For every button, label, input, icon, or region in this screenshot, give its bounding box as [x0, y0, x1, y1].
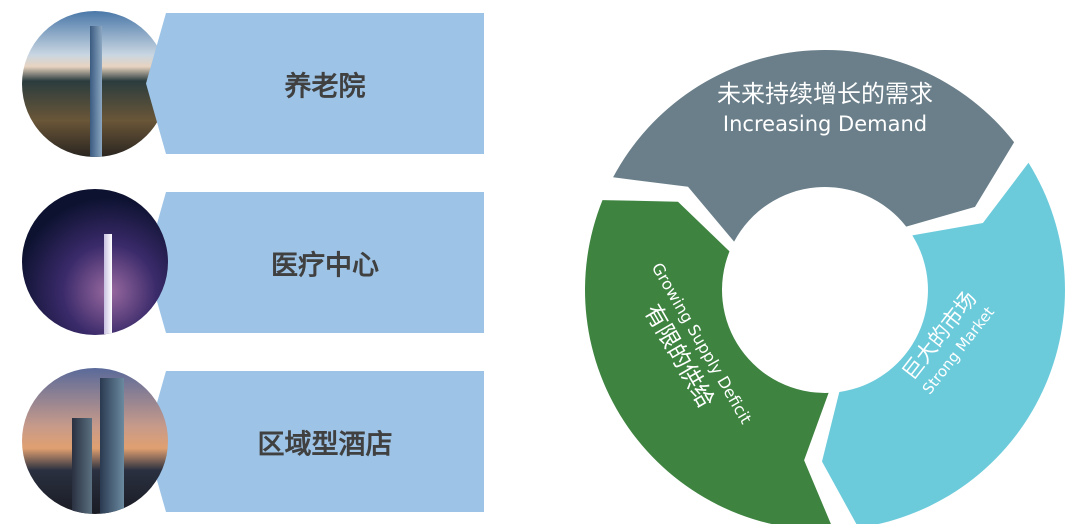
segment-demand: [613, 49, 1015, 242]
demand-en: Increasing Demand: [723, 112, 927, 136]
medical-center-photo: [22, 189, 168, 335]
facility-regional-hotel: 区域型酒店: [146, 371, 484, 512]
facility-label: 医疗中心: [271, 250, 379, 281]
facility-nursing-home: 养老院: [146, 13, 484, 154]
nursing-home-photo: [22, 11, 168, 157]
regional-hotel-photo: [22, 368, 168, 514]
demand-zh: 未来持续增长的需求: [717, 80, 933, 108]
segment-supply: [585, 200, 831, 524]
facility-label: 区域型酒店: [257, 429, 393, 460]
facility-label: 养老院: [284, 71, 366, 102]
segment-market: [822, 162, 1065, 524]
facility-medical-center: 医疗中心: [146, 192, 484, 333]
